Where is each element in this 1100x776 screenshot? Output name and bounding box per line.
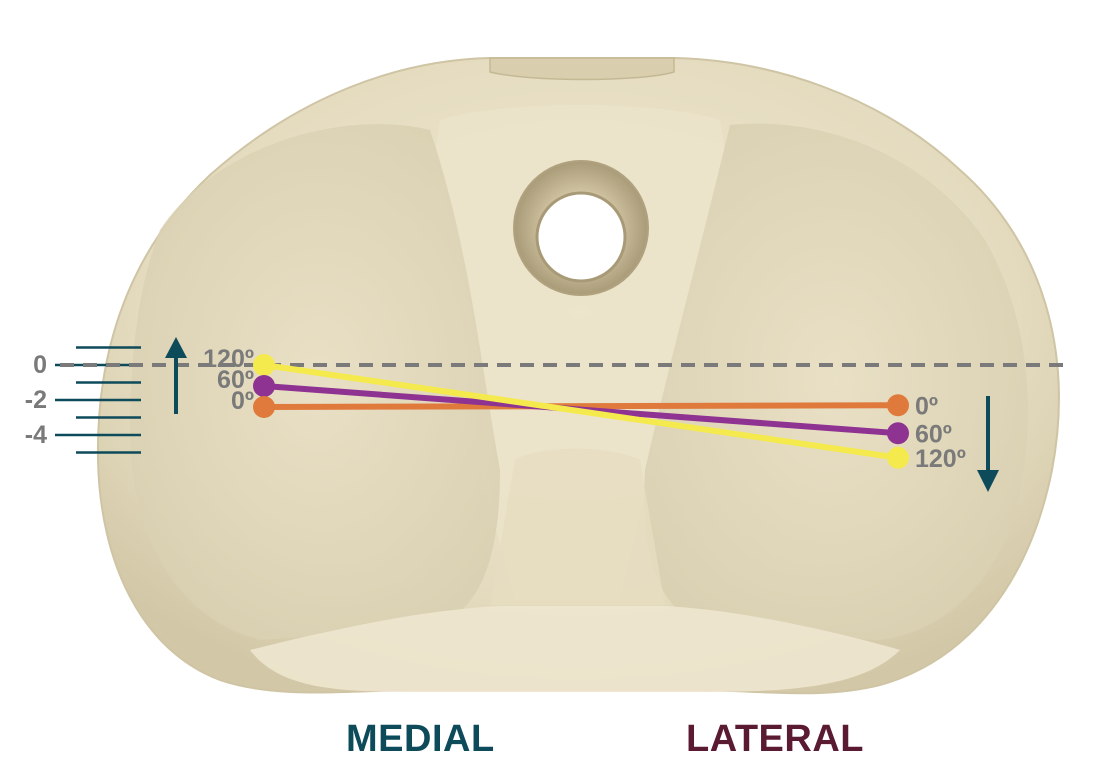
angle-label: 120º	[915, 445, 966, 473]
contact-points	[253, 354, 909, 469]
anterior-rim	[250, 606, 900, 692]
anterior-trough	[490, 448, 665, 605]
contact-point-marker	[253, 375, 275, 397]
contact-point-marker	[887, 422, 909, 445]
scale-label: -4	[25, 421, 47, 449]
screw-hole-inner	[535, 191, 627, 283]
contact-point-marker	[887, 446, 909, 469]
angle-label: 60º	[915, 420, 952, 448]
contact-line-120	[261, 362, 901, 461]
contact-point-lines	[261, 362, 901, 461]
medial-arrow-up-icon	[165, 337, 187, 414]
contact-point-marker	[887, 394, 909, 417]
lateral-arrow-down-icon	[977, 396, 999, 492]
angle-label: 0º	[231, 387, 254, 415]
lateral-label: LATERAL	[686, 718, 864, 760]
screw-hole	[513, 160, 649, 296]
medial-label: MEDIAL	[346, 718, 495, 760]
contact-point-marker	[253, 354, 275, 376]
angle-label: 120º	[203, 345, 254, 373]
scale-label: -2	[25, 386, 47, 414]
scale-label: 0	[33, 351, 47, 379]
medial-condyle	[130, 124, 500, 640]
lateral-condyle	[644, 123, 1029, 640]
central-eminence	[428, 105, 728, 600]
angle-label: 0º	[915, 392, 938, 420]
contact-line-0	[261, 402, 901, 410]
posterior-notch	[489, 57, 675, 81]
angle-label: 60º	[217, 366, 254, 394]
contact-point-marker	[253, 396, 275, 418]
tibial-insert	[96, 57, 1060, 695]
